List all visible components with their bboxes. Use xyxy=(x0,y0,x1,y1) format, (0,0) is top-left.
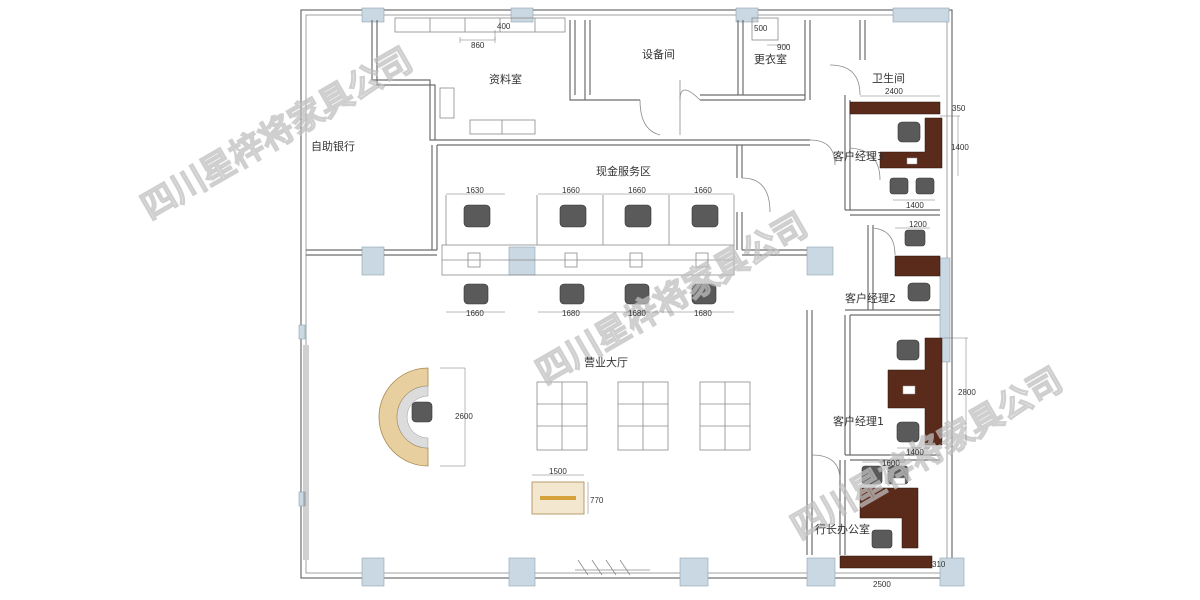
dim-1200: 1200 xyxy=(909,220,927,229)
dim-1680-b: 1680 xyxy=(628,309,646,318)
dim-1630: 1630 xyxy=(466,186,484,195)
interior-walls xyxy=(303,17,940,576)
dim-350: 350 xyxy=(952,104,966,113)
room-equipment: 设备间 xyxy=(642,47,675,61)
dim-2600: 2600 xyxy=(455,412,473,421)
teller-stations xyxy=(467,252,709,268)
dim-1660-b: 1660 xyxy=(628,186,646,195)
room-manager-2: 客户经理2 xyxy=(845,291,896,305)
room-restroom: 卫生间 xyxy=(872,71,905,85)
reception-desk xyxy=(378,367,429,467)
room-president: 行长办公室 xyxy=(815,522,870,536)
archive-shelves xyxy=(394,17,566,135)
doors xyxy=(639,64,896,481)
dim-1680-a: 1680 xyxy=(562,309,580,318)
dim-1500: 1500 xyxy=(549,467,567,476)
dim-310: 310 xyxy=(932,560,946,569)
dim-500: 500 xyxy=(754,24,768,33)
dim-1400-a: 1400 xyxy=(951,143,969,152)
dim-900: 900 xyxy=(777,43,791,52)
watermark-1: 四川星梓将家具公司 xyxy=(135,40,420,228)
dim-400: 400 xyxy=(497,22,511,31)
room-manager-1: 客户经理1 xyxy=(833,414,884,428)
dim-770: 770 xyxy=(590,496,604,505)
room-labels: 资料室 设备间 更衣室 卫生间 自助银行 现金服务区 客户经理3 客户经理2 客… xyxy=(311,47,905,536)
dim-1400-b: 1400 xyxy=(906,201,924,210)
room-locker: 更衣室 xyxy=(754,52,787,66)
room-lobby: 营业大厅 xyxy=(584,355,628,369)
room-archive: 资料室 xyxy=(489,72,522,86)
desk-monitors xyxy=(892,157,918,485)
dim-860: 860 xyxy=(471,41,485,50)
dimension-labels: 400 860 500 900 2400 350 1400 1400 1200 … xyxy=(455,22,976,589)
info-table xyxy=(531,481,585,515)
dim-1660-c: 1660 xyxy=(694,186,712,195)
dim-2400: 2400 xyxy=(885,87,903,96)
dim-1600: 1600 xyxy=(882,459,900,468)
dim-1680-c: 1680 xyxy=(694,309,712,318)
dim-1660-d: 1660 xyxy=(466,309,484,318)
room-cash-service: 现金服务区 xyxy=(596,164,651,178)
waiting-benches xyxy=(536,381,751,451)
dim-1660-a: 1660 xyxy=(562,186,580,195)
dimension-lines xyxy=(440,30,968,579)
dim-2800: 2800 xyxy=(958,388,976,397)
dim-1400-c: 1400 xyxy=(906,448,924,457)
room-self-service: 自助银行 xyxy=(311,139,355,153)
dim-2500: 2500 xyxy=(873,580,891,589)
columns xyxy=(298,7,965,587)
chairs xyxy=(411,121,935,549)
room-manager-3: 客户经理3 xyxy=(833,149,884,163)
